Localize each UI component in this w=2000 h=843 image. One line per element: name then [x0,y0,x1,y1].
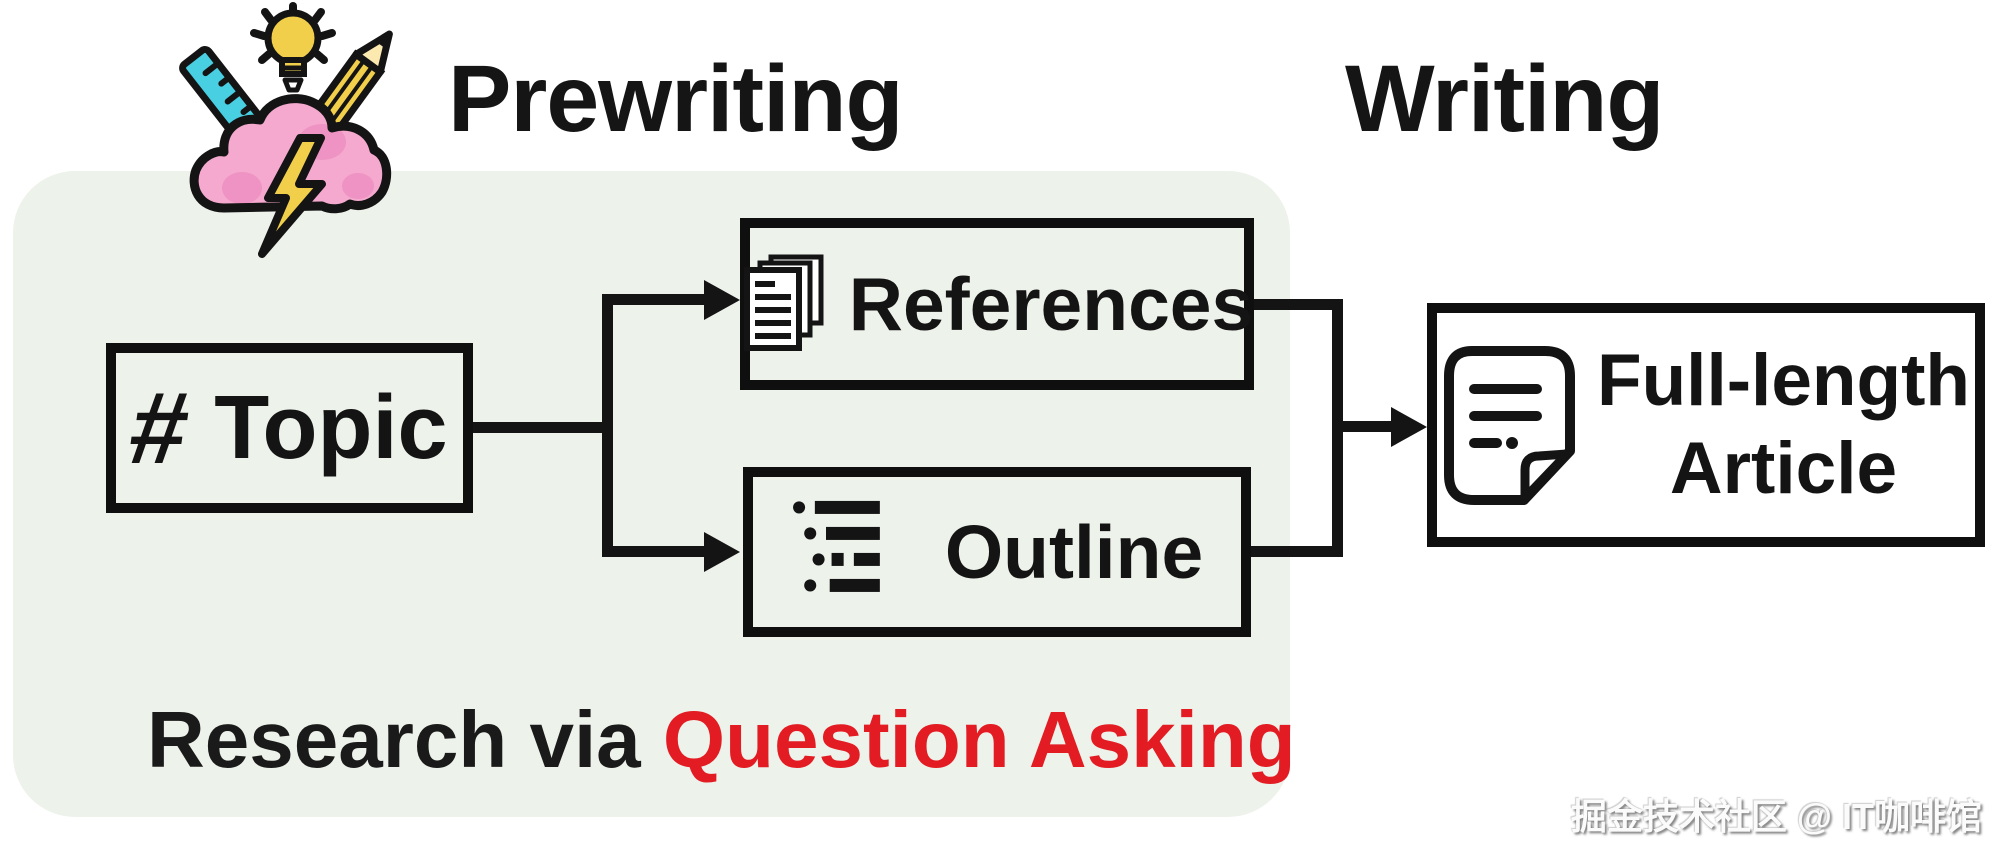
prewriting-title: Prewriting [448,46,904,152]
prewriting-panel [13,171,1290,817]
wire-to-references [602,294,706,305]
outline-node: Outline [743,467,1251,637]
brainstorm-cloud-icon [172,2,402,260]
outline-label: Outline [944,509,1204,594]
article-label-line2: Article [1669,428,1898,509]
arrowhead-article [1391,407,1427,447]
wire-to-article [1343,421,1393,432]
watermark: 掘金技术社区 @ IT咖啡馆 [1570,796,1982,837]
arrowhead-outline [704,532,740,572]
article-node: Full-length Article [1427,303,1985,547]
wire-to-outline [602,546,706,557]
references-label: References [848,261,1254,346]
wire-merge-vertical [1332,299,1343,557]
writing-title: Writing [1345,46,1664,152]
wire-outline-out [1250,546,1343,557]
article-label-line1: Full-length [1596,340,1971,422]
stacked-documents-icon [741,254,827,354]
bulleted-list-icon [791,500,887,604]
caption: Research via Question Asking [147,700,1296,780]
caption-black-text: Research via [147,695,663,784]
wire-references-out [1253,299,1343,310]
topic-node: # Topic [106,343,473,513]
wire-topic-out [473,422,609,433]
article-label: Full-length Article [1597,337,1970,512]
brainstorm-cloud-svg [179,2,393,258]
caption-red-text: Question Asking [662,695,1296,784]
hash-symbol: # [123,371,197,485]
document-page-icon [1442,344,1577,507]
references-node: References [740,218,1254,390]
arrowhead-references [704,280,740,320]
wire-branch-vertical [602,294,613,557]
topic-label: Topic [214,378,448,478]
